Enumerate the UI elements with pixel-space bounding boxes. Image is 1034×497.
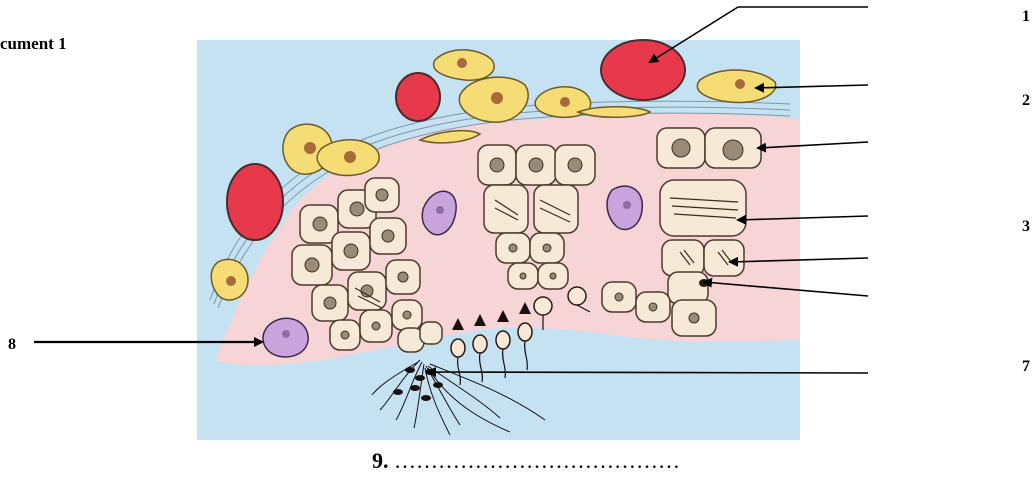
blood-vessel (601, 40, 685, 100)
blood-vessel (396, 73, 440, 121)
interstitial-cell (578, 107, 650, 118)
pointer-arrow-7 (428, 372, 868, 373)
blood-vessel (227, 164, 283, 240)
